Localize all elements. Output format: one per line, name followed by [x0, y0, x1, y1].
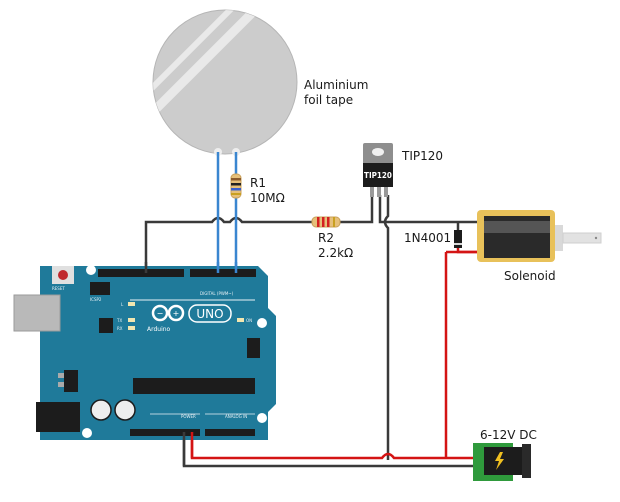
reset-button[interactable]	[58, 270, 68, 280]
arduino-logo	[151, 304, 185, 322]
digital-label: DIGITAL (PWM~)	[200, 291, 234, 296]
blue-wires	[216, 152, 238, 270]
r1-value: 10MΩ	[250, 191, 285, 205]
arduino-model-label: UNO	[196, 307, 223, 321]
dc-power-jack	[473, 443, 531, 481]
r2-name: R2	[318, 231, 334, 245]
r1-name: R1	[250, 176, 266, 190]
aluminium-foil-disc	[152, 9, 298, 156]
resistor-r2	[311, 216, 341, 228]
led-l-label: L	[121, 302, 124, 307]
reset-label: RESET	[52, 286, 65, 291]
transistor-label: TIP120	[401, 149, 443, 163]
power-header-label: POWER	[181, 414, 196, 419]
foil-label-line2: foil tape	[304, 93, 353, 107]
diode-label: 1N4001	[404, 231, 451, 245]
svg-text:−: −	[157, 309, 164, 318]
lightning-icon	[495, 452, 504, 470]
led-rx-label: RX	[117, 326, 123, 331]
analog-header-label: ANALOG IN	[225, 414, 247, 419]
solenoid	[477, 210, 602, 262]
transistor-marking: TIP120	[364, 171, 392, 180]
led-on-label: ON	[246, 318, 252, 323]
solenoid-label: Solenoid	[504, 269, 556, 283]
svg-text:+: +	[173, 309, 180, 318]
transistor-tip120: TIP120	[363, 143, 393, 197]
arduino-brand-label: Arduino	[147, 326, 171, 333]
r2-value: 2.2kΩ	[318, 246, 353, 260]
icsp2-label: ICSP2	[90, 297, 102, 302]
led-tx-label: TX	[116, 318, 122, 323]
power-jack-label: 6-12V DC	[480, 428, 537, 442]
resistor-r1	[230, 173, 242, 199]
arduino-uno-board: RESET ICSP2 DIGITAL (PWM~) L TX RX ON − …	[13, 265, 276, 440]
foil-label-line1: Aluminium	[304, 78, 368, 92]
diode-1n4001	[454, 230, 462, 248]
